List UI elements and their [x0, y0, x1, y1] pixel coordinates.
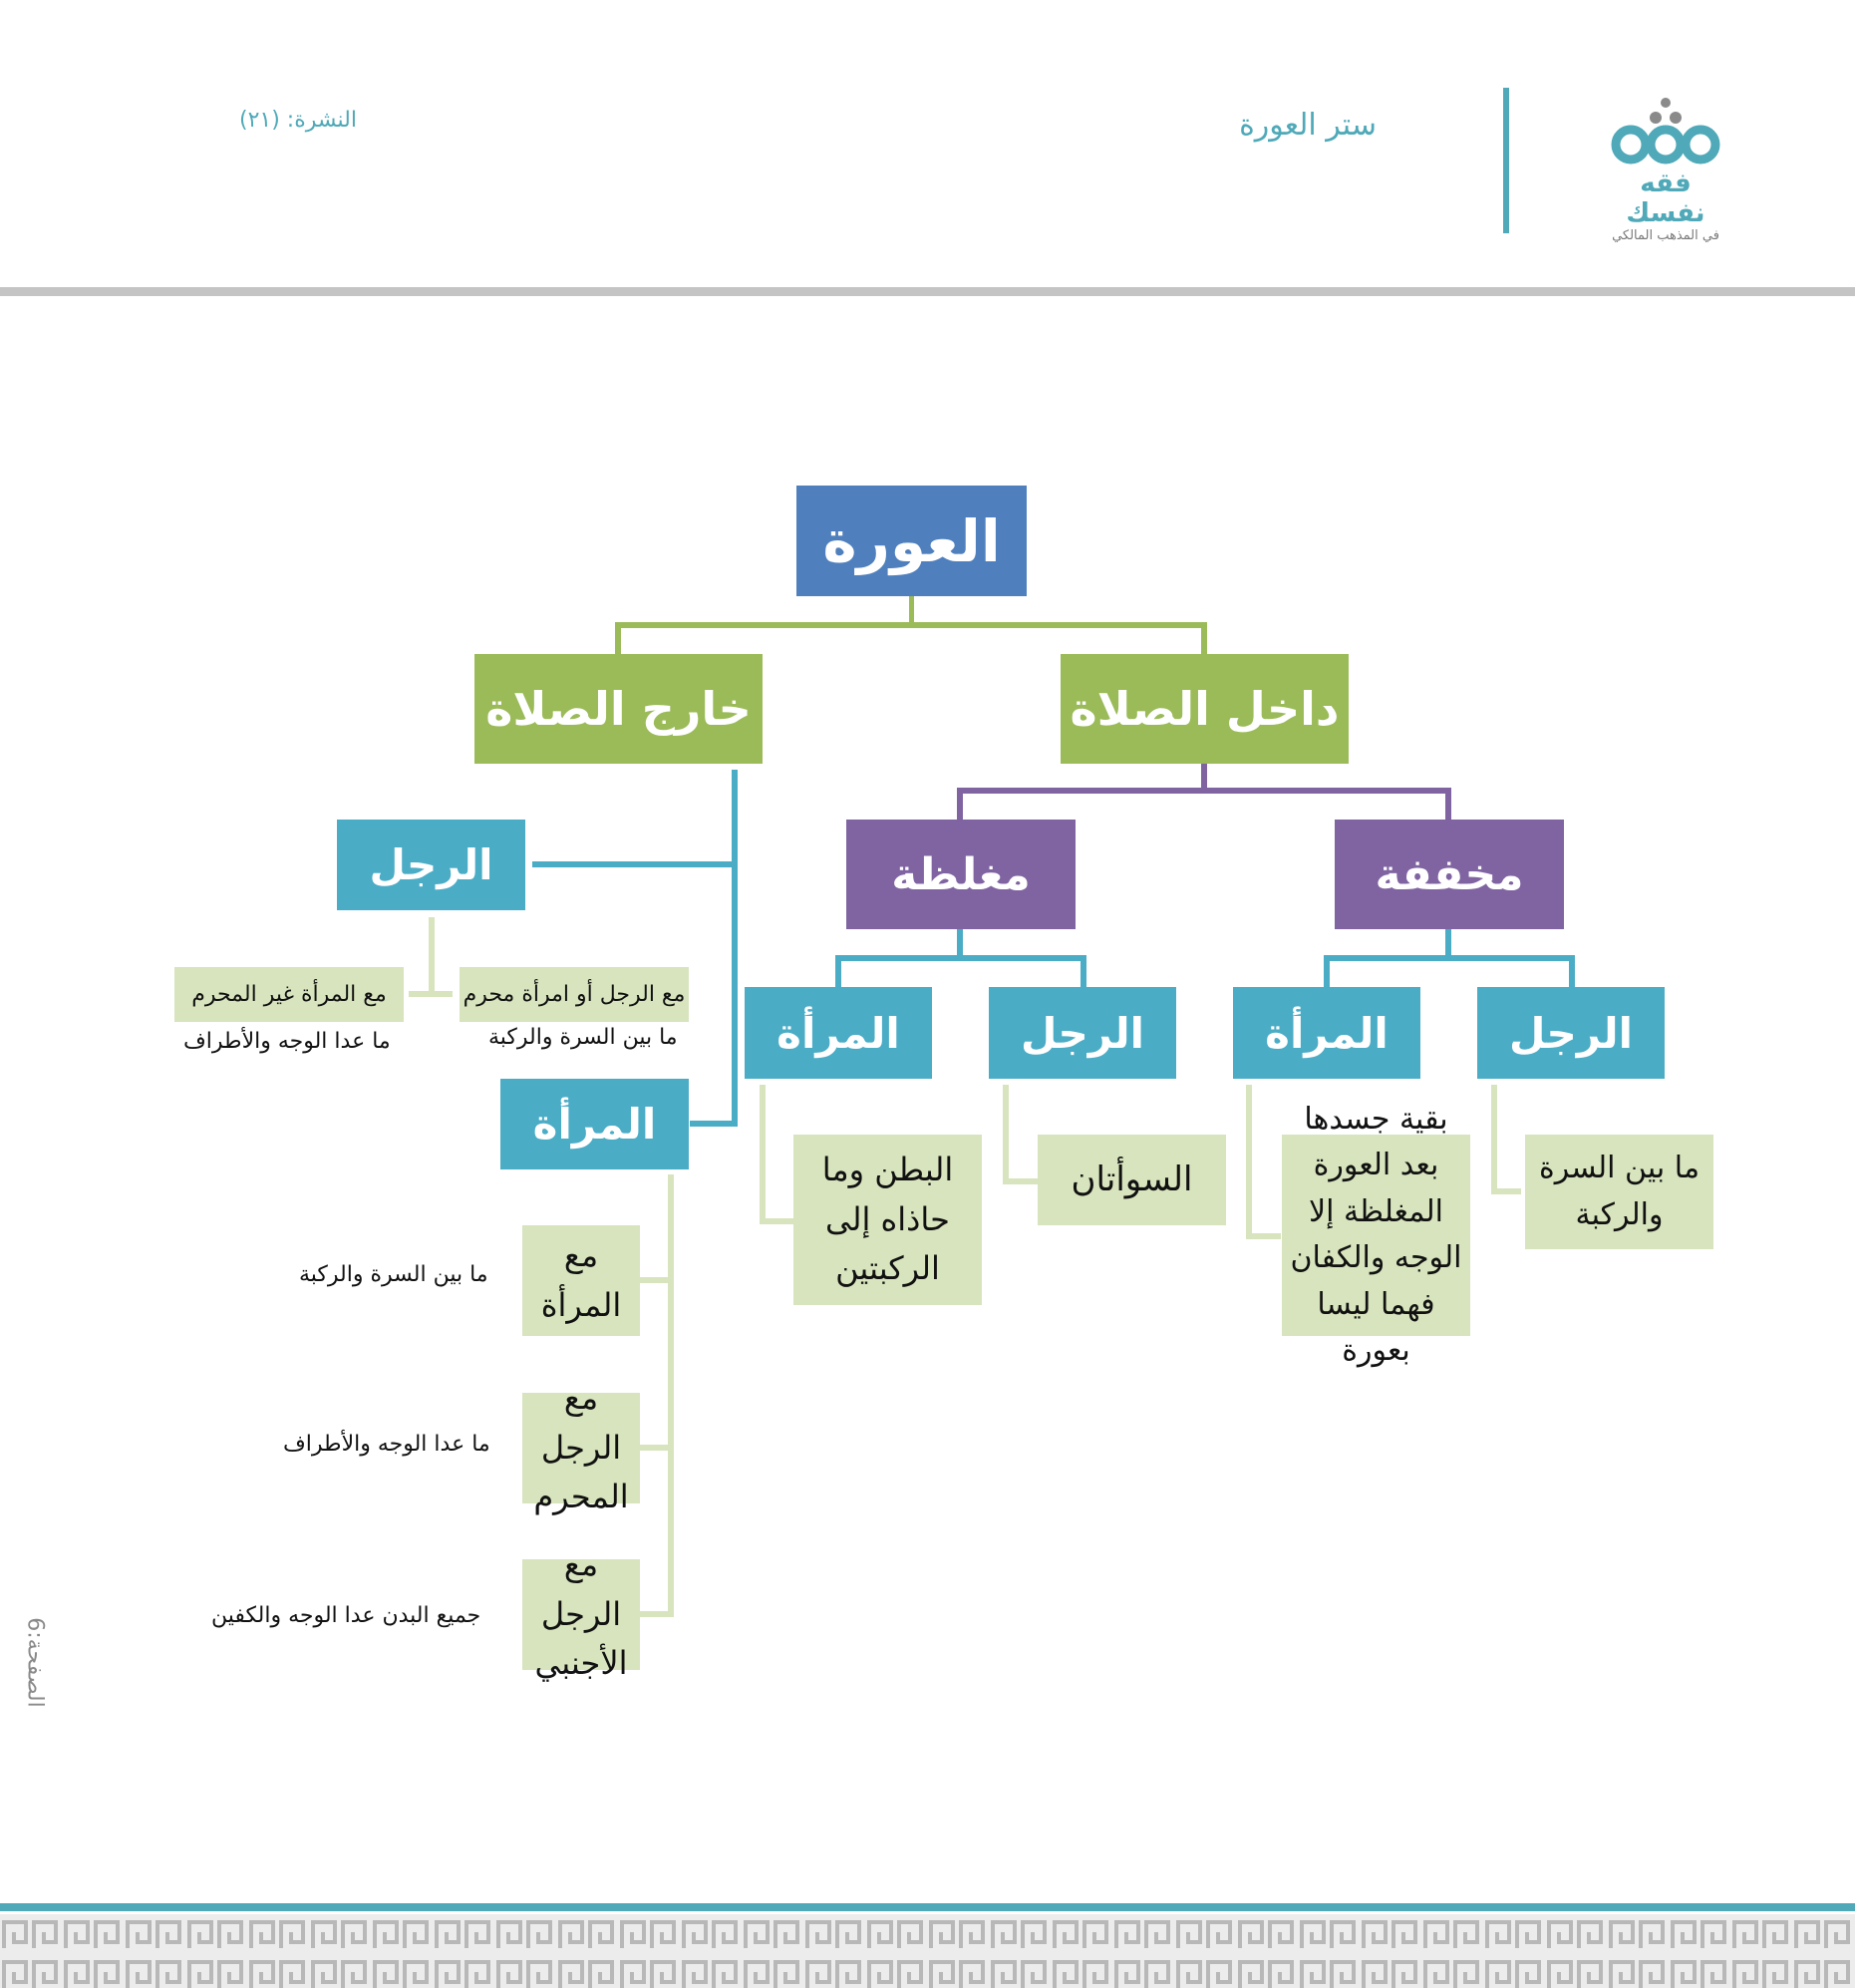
node-heavy-man: الرجل: [989, 987, 1176, 1079]
node-outside-prayer: خارج الصلاة: [474, 654, 763, 764]
topic-title: ستر العورة: [1239, 108, 1377, 143]
node-root: العورة: [796, 486, 1027, 596]
header-separator: [1503, 88, 1509, 233]
node-light-man: الرجل: [1477, 987, 1665, 1079]
leaf-heavy-man: السوأتان: [1038, 1135, 1226, 1225]
note-outside-woman-with-stranger: جميع البدن عدا الوجه والكفين: [211, 1603, 481, 1628]
node-light-woman: المرأة: [1233, 987, 1420, 1079]
leaf-outside-woman-with-woman: مع المرأة: [522, 1225, 640, 1336]
node-inside-prayer: داخل الصلاة: [1061, 654, 1349, 764]
footer-pattern: [0, 1914, 1855, 1988]
node-outside-woman: المرأة: [500, 1079, 689, 1169]
note-outside-man-with-woman: ما عدا الوجه والأطراف: [183, 1029, 391, 1054]
logo-icon: [1611, 98, 1720, 165]
logo: فقه نفسك في المذهب المالكي: [1601, 95, 1730, 243]
node-outside-man: الرجل: [337, 820, 525, 910]
pattern-icon: [0, 1914, 1855, 1988]
leaf-light-man: ما بين السرة والركبة: [1525, 1135, 1713, 1249]
issue-number: النشرة: (٢١): [239, 108, 357, 133]
node-light: مخففة: [1335, 820, 1564, 929]
leaf-light-woman: بقية جسدها بعد العورة المغلظة إلا الوجه …: [1282, 1102, 1470, 1368]
leaf-outside-man-with-woman: مع المرأة غير المحرم: [174, 967, 404, 1022]
note-outside-woman-with-woman: ما بين السرة والركبة: [299, 1262, 488, 1287]
logo-subtitle: في المذهب المالكي: [1612, 228, 1719, 243]
note-outside-man-with-man: ما بين السرة والركبة: [488, 1025, 678, 1050]
header-rule: [0, 287, 1855, 296]
footer-rule: [0, 1903, 1855, 1911]
note-outside-woman-with-mahram: ما عدا الوجه والأطراف: [283, 1432, 490, 1457]
page-number: الصفحة:6: [22, 1617, 48, 1708]
node-heavy: مغلظة: [846, 820, 1076, 929]
logo-name: فقه نفسك: [1626, 168, 1705, 228]
leaf-outside-woman-with-mahram: مع الرجل المحرم: [522, 1379, 640, 1515]
node-heavy-woman: المرأة: [745, 987, 932, 1079]
leaf-outside-woman-with-stranger: مع الرجل الأجنبي: [522, 1545, 640, 1682]
leaf-heavy-woman: البطن وما حاذاه إلى الركبتين: [793, 1135, 982, 1305]
leaf-outside-man-with-man: مع الرجل أو امرأة محرم: [460, 967, 689, 1022]
